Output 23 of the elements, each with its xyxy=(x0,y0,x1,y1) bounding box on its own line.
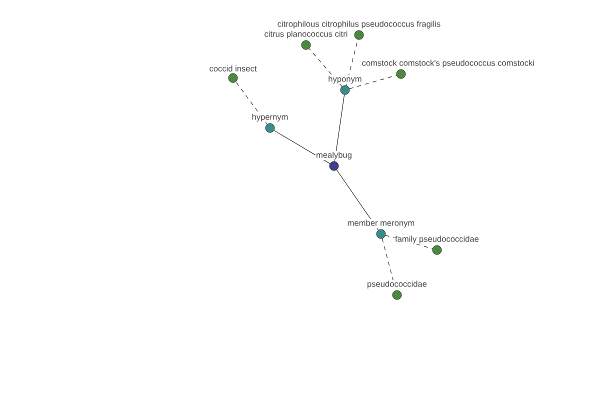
graph-node xyxy=(301,40,311,50)
node-label: citrus planococcus citri xyxy=(264,30,348,40)
connector-line xyxy=(236,82,268,124)
node-label: hypernym xyxy=(251,113,289,122)
graph-node xyxy=(329,161,339,171)
node-label: hyponym xyxy=(328,75,362,84)
node-label: member meronym xyxy=(346,219,416,228)
node-label: mealybug xyxy=(315,151,353,160)
graph-node xyxy=(396,69,406,79)
connector-line xyxy=(349,75,397,89)
node-label: citrophilous citrophilus pseudococcus fragilis xyxy=(276,20,442,30)
graph-node xyxy=(376,229,386,239)
node-label: family pseudococcidae xyxy=(394,235,480,244)
graph-node xyxy=(432,245,442,255)
graph-node xyxy=(228,73,238,83)
node-label: comstock comstock's pseudococcus comstocki xyxy=(361,59,536,68)
graph-node xyxy=(392,290,402,300)
graph-node xyxy=(265,123,275,133)
graph-node xyxy=(340,85,350,95)
node-label: coccid insect xyxy=(208,64,258,72)
connector-line xyxy=(308,48,342,87)
graph-node xyxy=(354,30,364,40)
node-label: pseudococcidae xyxy=(366,280,428,290)
